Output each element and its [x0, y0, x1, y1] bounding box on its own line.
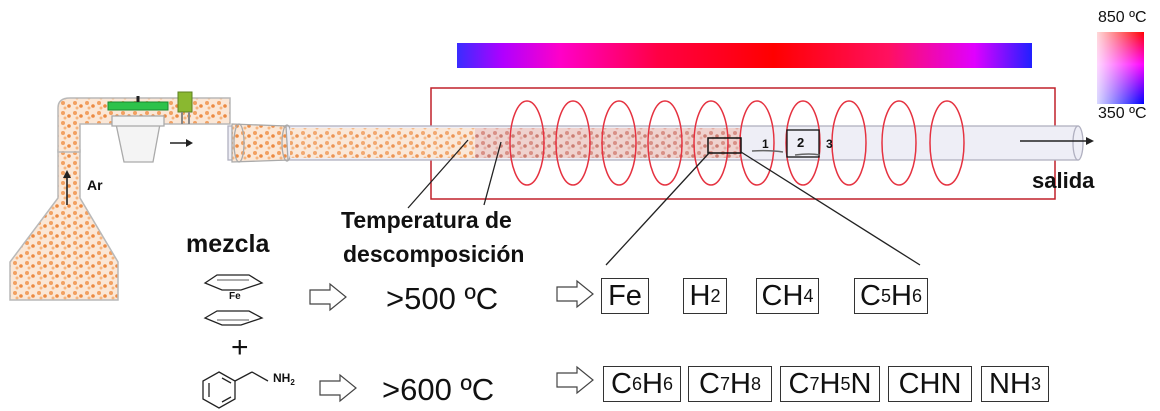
decomposition-label-line1: Temperatura de — [341, 207, 512, 233]
plus-sign: + — [231, 331, 249, 364]
zone-1-label: 1 — [762, 137, 769, 151]
threshold-temp-1: >500 ºC — [386, 281, 499, 316]
scale-max-label: 850 ºC — [1098, 9, 1147, 26]
zone-3-label: 3 — [826, 137, 833, 151]
argon-label: Ar — [87, 177, 103, 193]
benzylamine-structure — [202, 371, 269, 409]
zone-2-label: 2 — [797, 135, 805, 150]
temperature-profile-bar — [457, 43, 1032, 68]
zone-2-box — [786, 129, 820, 158]
scale-min-label: 350 ºC — [1098, 105, 1147, 122]
amine-group-label: NH2 — [273, 371, 295, 387]
decomposition-label-line2: descomposición — [343, 241, 525, 267]
threshold-temp-2: >600 ºC — [382, 372, 495, 407]
product-formula-box: CHN — [888, 366, 972, 402]
sampling-window — [707, 137, 742, 154]
product-formula-box: Fe — [601, 278, 649, 314]
outlet-label: salida — [1032, 168, 1095, 193]
heating-coils — [509, 100, 965, 186]
hollow-right-arrow-icon — [319, 373, 357, 403]
ferrocene-structure — [203, 274, 264, 326]
hollow-right-arrow-icon — [309, 282, 347, 312]
mixture-label: mezcla — [186, 230, 270, 258]
hollow-right-arrow-icon — [556, 279, 594, 309]
stopcock-valve-icon[interactable] — [107, 101, 169, 111]
precursor-flask — [9, 149, 119, 301]
iron-atom-label: Fe — [229, 291, 241, 302]
hollow-right-arrow-icon — [556, 365, 594, 395]
